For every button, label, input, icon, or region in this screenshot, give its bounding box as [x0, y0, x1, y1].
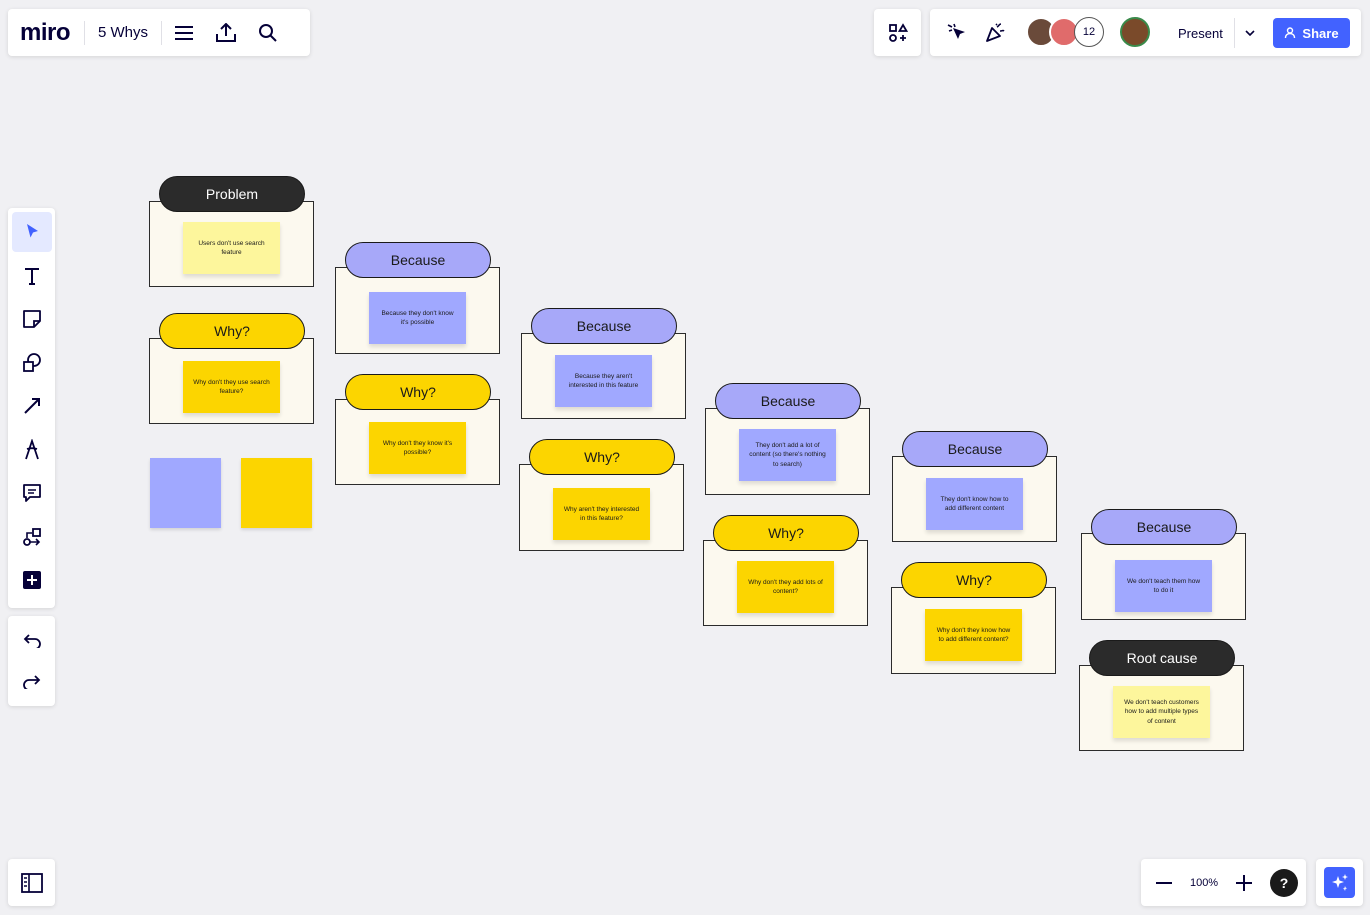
history-toolbar [8, 616, 55, 706]
diagram-tool-icon[interactable] [12, 517, 52, 557]
because1-header[interactable]: Because [345, 242, 491, 278]
problem-header[interactable]: Problem [159, 176, 305, 212]
connector-tool-icon[interactable] [12, 386, 52, 426]
why3-header[interactable]: Why? [529, 439, 675, 475]
present-label: Present [1178, 25, 1223, 41]
share-button[interactable]: Share [1273, 18, 1350, 48]
root-cause-header[interactable]: Root cause [1089, 640, 1235, 676]
why2-sticky-note[interactable]: Why don't they know it's possible? [369, 422, 466, 474]
why1-sticky-note[interactable]: Why don't they use search feature? [183, 361, 280, 413]
board-header: miro 5 Whys [8, 9, 310, 56]
creation-toolbar [8, 208, 55, 608]
collaborator-count[interactable]: 12 [1074, 17, 1104, 47]
divider [84, 20, 86, 45]
sparkle-icon [1324, 867, 1355, 898]
why5-sticky-note[interactable]: Why don't they know how to add different… [925, 609, 1022, 661]
yellow-sticky-stack[interactable] [241, 458, 312, 528]
purple-sticky-stack[interactable] [150, 458, 221, 528]
because5-header[interactable]: Because [1091, 509, 1237, 545]
apps-icon[interactable] [874, 9, 921, 56]
collaboration-bar: 12 Present Share [930, 9, 1361, 56]
divider [1234, 18, 1235, 48]
why5-header[interactable]: Why? [901, 562, 1047, 598]
comment-tool-icon[interactable] [12, 473, 52, 513]
divider [161, 20, 163, 45]
celebrate-icon[interactable] [976, 14, 1014, 52]
because5-sticky-note[interactable]: We don't teach them how to do it [1115, 560, 1212, 612]
because4-header[interactable]: Because [902, 431, 1048, 467]
share-label: Share [1302, 25, 1339, 41]
present-button[interactable]: Present [1166, 18, 1264, 48]
board-name[interactable]: 5 Whys [98, 24, 149, 41]
menu-icon[interactable] [164, 13, 204, 53]
user-icon [1285, 27, 1296, 39]
why4-header[interactable]: Why? [713, 515, 859, 551]
problem-sticky-note[interactable]: Users don't use search feature [183, 222, 280, 274]
zoom-out-icon[interactable] [1149, 868, 1179, 898]
export-icon[interactable] [206, 13, 246, 53]
more-tools-icon[interactable] [12, 560, 52, 600]
because1-sticky-note[interactable]: Because they don't know it's possible [369, 292, 466, 344]
sticky-note-tool-icon[interactable] [12, 299, 52, 339]
sidebar-toggle-icon[interactable] [8, 859, 55, 906]
pen-tool-icon[interactable] [12, 430, 52, 470]
why2-header[interactable]: Why? [345, 374, 491, 410]
help-button[interactable]: ? [1270, 868, 1298, 897]
text-tool-icon[interactable] [12, 256, 52, 296]
miro-logo[interactable]: miro [20, 18, 71, 46]
because3-header[interactable]: Because [715, 383, 861, 419]
why1-header[interactable]: Why? [159, 313, 305, 349]
cursor-follow-icon[interactable] [938, 14, 976, 52]
why3-sticky-note[interactable]: Why aren't they interested in this featu… [553, 488, 650, 540]
ai-assist-button[interactable] [1316, 859, 1363, 906]
shapes-tool-icon[interactable] [12, 343, 52, 383]
zoom-controls: 100% ? [1141, 859, 1306, 906]
collaborator-avatar[interactable] [1049, 17, 1079, 47]
redo-icon[interactable] [12, 662, 52, 702]
zoom-in-icon[interactable] [1229, 868, 1259, 898]
undo-icon[interactable] [12, 621, 52, 661]
user-avatar[interactable] [1120, 17, 1150, 47]
because3-sticky-note[interactable]: They don't add a lot of content (so ther… [739, 429, 836, 481]
select-tool-icon[interactable] [11, 212, 52, 252]
because2-sticky-note[interactable]: Because they aren't interested in this f… [555, 355, 652, 407]
because2-header[interactable]: Because [531, 308, 677, 344]
root-cause-sticky-note[interactable]: We don't teach customers how to add mult… [1113, 686, 1210, 738]
zoom-level[interactable]: 100% [1189, 876, 1219, 889]
search-icon[interactable] [248, 13, 288, 53]
because4-sticky-note[interactable]: They don't know how to add different con… [926, 478, 1023, 530]
why4-sticky-note[interactable]: Why don't they add lots of content? [737, 561, 834, 613]
chevron-down-icon[interactable] [1235, 30, 1264, 36]
